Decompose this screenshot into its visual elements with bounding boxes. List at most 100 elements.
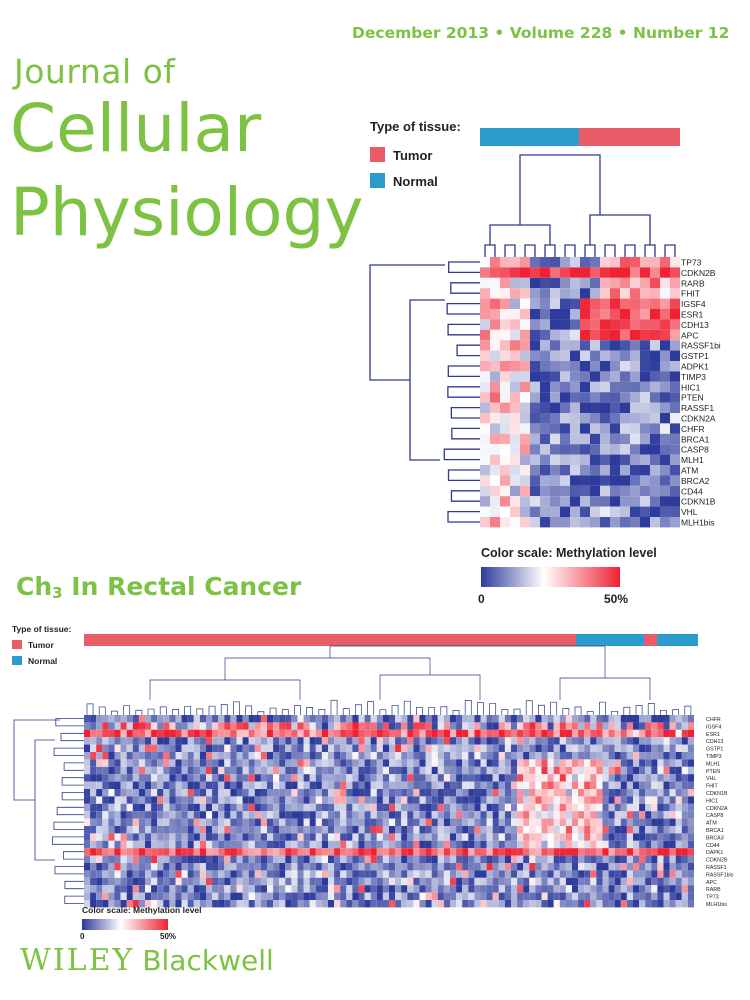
bottom-cell xyxy=(425,766,432,775)
bottom-cell xyxy=(279,715,286,723)
bottom-cell xyxy=(565,744,572,752)
bottom-cell xyxy=(334,789,341,797)
bottom-cell xyxy=(498,774,505,782)
top-cell xyxy=(600,465,610,476)
bottom-cell xyxy=(382,840,389,849)
bottom-cell xyxy=(645,744,652,752)
bottom-tissue-segment xyxy=(644,634,657,646)
bottom-cell xyxy=(633,826,640,834)
top-cell xyxy=(650,267,660,278)
bottom-cell xyxy=(285,752,292,760)
bottom-cell xyxy=(267,781,274,789)
top-row-branch xyxy=(447,510,480,523)
bottom-cell xyxy=(102,870,109,878)
top-cell xyxy=(560,433,570,445)
bottom-cell xyxy=(523,826,530,834)
bottom-cell xyxy=(175,759,182,767)
bottom-cell xyxy=(547,752,554,760)
bottom-cell xyxy=(206,855,213,863)
bottom-cell xyxy=(346,855,353,863)
bottom-cell xyxy=(419,826,426,834)
bottom-cell xyxy=(675,715,682,723)
bottom-cell xyxy=(681,722,688,730)
top-cell xyxy=(480,350,490,361)
bottom-cell xyxy=(181,833,188,841)
top-cell xyxy=(560,485,570,497)
bottom-cell xyxy=(309,796,316,804)
bottom-cell xyxy=(96,796,103,804)
bottom-cell xyxy=(145,796,152,804)
bottom-cell xyxy=(639,759,646,767)
top-cell xyxy=(550,329,560,341)
bottom-cell xyxy=(663,863,670,871)
top-gene-label: FHIT xyxy=(681,289,700,299)
bottom-cell xyxy=(504,833,511,841)
bottom-cell xyxy=(267,870,274,878)
bottom-cell xyxy=(96,870,103,878)
bottom-cell xyxy=(608,848,615,856)
bottom-cell xyxy=(199,848,206,856)
bottom-cell xyxy=(687,863,694,871)
bottom-cell xyxy=(199,870,206,878)
bottom-cell xyxy=(608,855,615,863)
bottom-cell xyxy=(145,752,152,760)
bottom-cell xyxy=(199,826,206,834)
bottom-cell xyxy=(254,796,261,804)
bottom-cell xyxy=(120,818,127,826)
bottom-cell xyxy=(462,877,469,886)
bottom-cell xyxy=(181,892,188,900)
bottom-cell xyxy=(236,826,243,834)
bottom-cell xyxy=(480,803,487,812)
top-cell xyxy=(590,423,600,434)
bottom-cell xyxy=(260,855,267,863)
bottom-cell xyxy=(236,722,243,730)
bottom-cell xyxy=(224,737,231,745)
bottom-cell xyxy=(248,729,255,738)
top-cell xyxy=(650,381,660,393)
bottom-cell xyxy=(199,715,206,723)
bottom-cell xyxy=(315,774,322,782)
bottom-cell xyxy=(334,833,341,841)
bottom-cell xyxy=(657,729,664,738)
bottom-cell xyxy=(413,840,420,849)
bottom-cell xyxy=(291,833,298,841)
top-cell xyxy=(600,309,610,320)
top-cell xyxy=(550,496,560,507)
bottom-cell xyxy=(468,752,475,760)
bottom-cell xyxy=(596,781,603,789)
top-cell xyxy=(510,454,520,465)
bottom-cell xyxy=(645,818,652,826)
bottom-cell xyxy=(340,840,347,849)
bottom-cell xyxy=(260,744,267,752)
bottom-cell xyxy=(199,818,206,826)
top-cell xyxy=(580,319,590,330)
bottom-cell xyxy=(639,796,646,804)
bottom-tissue-segment xyxy=(84,634,576,646)
top-cell xyxy=(490,433,500,445)
bottom-cell xyxy=(608,863,615,871)
bottom-cell xyxy=(419,811,426,819)
bottom-cell xyxy=(535,855,542,863)
bottom-cell xyxy=(413,759,420,767)
bottom-cell xyxy=(413,855,420,863)
bottom-cell xyxy=(620,833,627,841)
bottom-cell xyxy=(529,840,536,849)
bottom-cell xyxy=(193,766,200,775)
bottom-cell xyxy=(450,855,457,863)
bottom-cell xyxy=(334,766,341,775)
bottom-cell xyxy=(669,789,676,797)
bottom-cell xyxy=(663,855,670,863)
top-cell xyxy=(480,517,490,528)
bottom-cell xyxy=(651,885,658,893)
bottom-cell xyxy=(480,848,487,856)
bottom-cell xyxy=(279,870,286,878)
top-cell xyxy=(570,288,580,299)
bottom-cell xyxy=(572,803,579,812)
bottom-cell xyxy=(596,803,603,812)
bottom-cell xyxy=(675,744,682,752)
bottom-cell xyxy=(138,885,145,893)
bottom-cell xyxy=(559,892,566,900)
bottom-cell xyxy=(358,789,365,797)
bottom-cell xyxy=(279,826,286,834)
